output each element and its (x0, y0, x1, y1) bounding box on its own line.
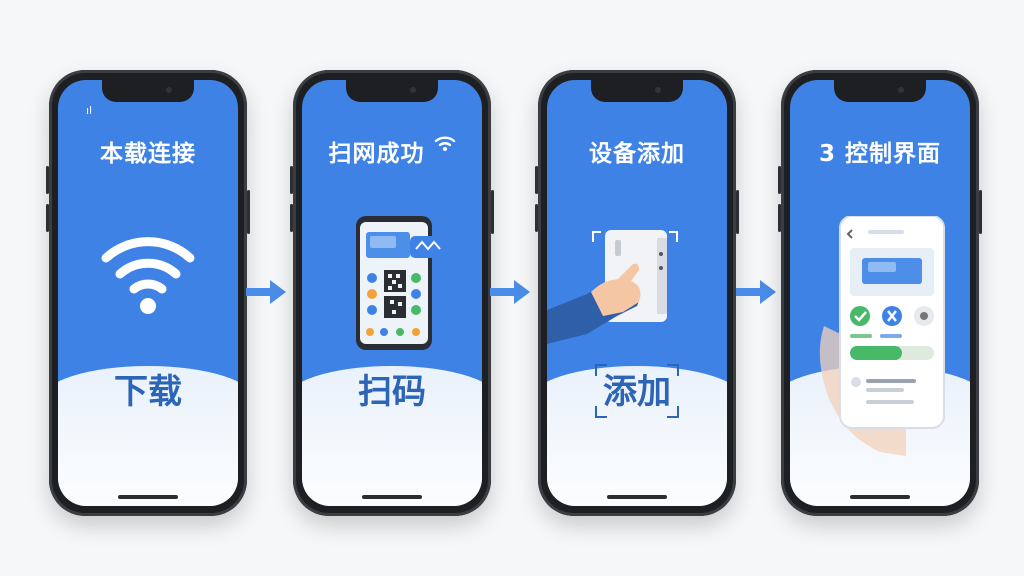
step-title: 设备添加 (589, 141, 685, 167)
phone-step-4: 3 控制界面 (778, 70, 982, 516)
screen-wave (58, 366, 238, 506)
phone-screen: 扫网成功 (302, 80, 482, 506)
wifi-small-icon (434, 136, 455, 151)
phone-qr-icon (356, 216, 448, 350)
status-text: ıl (86, 104, 93, 117)
step-title: 扫网成功 (302, 134, 482, 168)
step-title: 本载连接 (100, 141, 196, 167)
screen-wave (547, 366, 727, 506)
phone-notch (346, 80, 438, 102)
phone-notch (591, 80, 683, 102)
screen-wave (302, 366, 482, 506)
phone-screen: ıl 本载连接 下载 (58, 80, 238, 506)
device-touch-icon (547, 230, 678, 344)
wifi-icon (101, 237, 195, 314)
step-title: 3 控制界面 (818, 141, 941, 167)
step-title-text: 扫网成功 (328, 141, 425, 167)
home-indicator (118, 495, 178, 499)
home-indicator (362, 495, 422, 499)
phone-step-2: 扫网成功 (290, 70, 494, 516)
arrow-right-icon (490, 280, 530, 304)
step-label: 添加 (603, 372, 671, 412)
phone-notch (834, 80, 926, 102)
phone-screen: 3 控制界面 (790, 80, 970, 506)
arrow-right-icon (246, 280, 286, 304)
phone-notch (102, 80, 194, 102)
phone-step-3: 设备添加 添加 (535, 70, 739, 516)
step-label: 下载 (114, 372, 182, 412)
home-indicator (850, 495, 910, 499)
step-label: 扫码 (358, 372, 426, 412)
home-indicator (607, 495, 667, 499)
control-ui-icon (819, 216, 945, 456)
phone-screen: 设备添加 添加 (547, 80, 727, 506)
phone-step-1: ıl 本载连接 下载 (46, 70, 250, 516)
arrow-right-icon (736, 280, 776, 304)
